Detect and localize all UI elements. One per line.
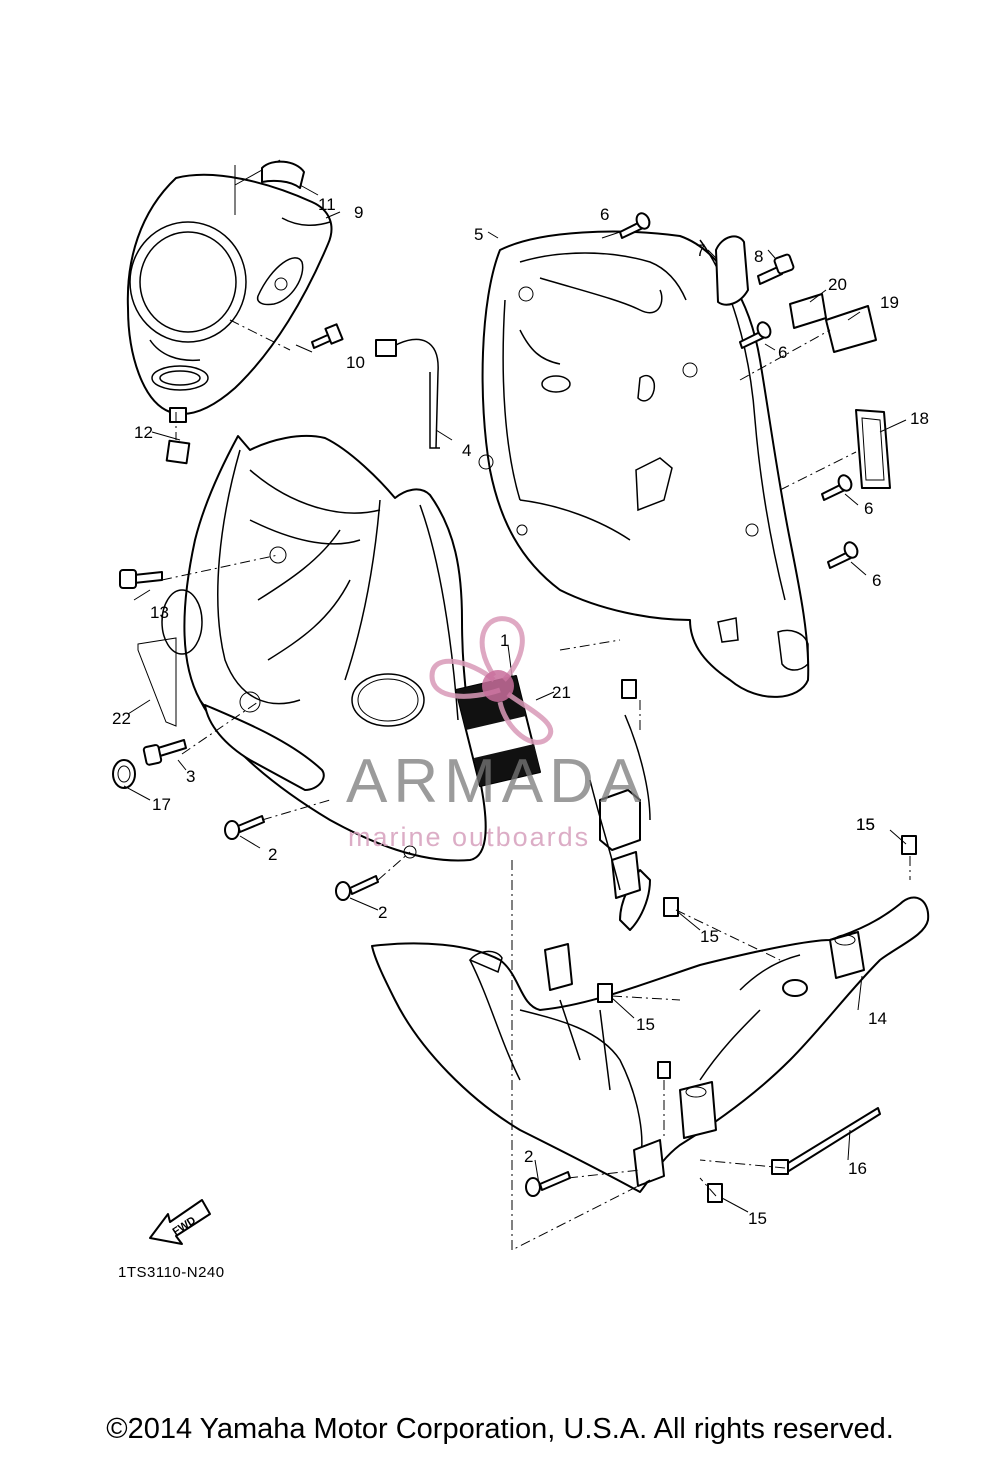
callout-number: 15 <box>748 1209 767 1228</box>
screw-part <box>311 323 344 349</box>
pad-part <box>825 305 877 353</box>
callout-number: 20 <box>828 275 847 294</box>
clip-part <box>621 679 637 699</box>
callout-number: 6 <box>864 499 873 518</box>
screw-part <box>821 474 853 501</box>
callout-number: 13 <box>150 603 169 622</box>
callout-number: 15 <box>856 815 875 834</box>
reference-code: 1TS3110-N240 <box>118 1264 225 1281</box>
copyright-notice: ©2014 Yamaha Motor Corporation, U.S.A. A… <box>106 1413 894 1445</box>
gasket-part <box>855 409 891 489</box>
fwd-arrow-icon: FWD <box>149 1199 211 1245</box>
callout-number: 12 <box>134 423 153 442</box>
bolt-part <box>119 569 163 589</box>
callout-number: 16 <box>848 1159 867 1178</box>
screw-part <box>224 815 265 840</box>
callout-number: 2 <box>378 903 387 922</box>
clip-part <box>657 1061 671 1079</box>
clip-part <box>663 897 679 917</box>
screw-part <box>335 875 379 901</box>
screw-part <box>525 1171 571 1197</box>
pad-part <box>789 293 827 329</box>
watermark-brand: ARMADA <box>346 747 647 816</box>
callout-number: 4 <box>462 441 471 460</box>
callout-number: 21 <box>552 683 571 702</box>
clip-part <box>901 835 917 855</box>
callout-number: 11 <box>318 195 336 214</box>
watermark-tagline: marine outboards <box>348 822 590 852</box>
callout-number: 6 <box>600 205 609 224</box>
callout-number: 6 <box>778 343 787 362</box>
screw-part <box>619 212 651 239</box>
headlight-cover-part <box>126 159 333 423</box>
watermark: ARMADA marine outboards <box>346 616 647 852</box>
callout-number: 22 <box>112 709 131 728</box>
callout-number: 15 <box>700 927 719 946</box>
callout-number: 10 <box>346 353 365 372</box>
callout-number: 15 <box>856 815 875 834</box>
leader-lines <box>123 184 911 1251</box>
callout-number: 8 <box>754 247 763 266</box>
screw-part <box>739 321 772 349</box>
callout-number: 5 <box>474 225 483 244</box>
bolt-part <box>757 253 795 285</box>
cap-part <box>261 160 305 189</box>
leg-shield-rear-part <box>478 230 810 698</box>
clip-part <box>707 1183 723 1203</box>
cable-tie-part <box>771 1107 881 1175</box>
callout-number: 6 <box>872 571 881 590</box>
wire-band-part <box>375 338 440 449</box>
emblem-bracket <box>137 637 177 727</box>
callout-number: 2 <box>268 845 277 864</box>
callout-number: 7 <box>696 241 705 260</box>
callout-number: 19 <box>880 293 899 312</box>
callout-number: 2 <box>524 1147 533 1166</box>
callout-number: 3 <box>186 767 195 786</box>
leg-shield-front-part <box>161 434 487 862</box>
callout-number: 15 <box>636 1015 655 1034</box>
propeller-hub-icon <box>482 670 514 702</box>
bracket-part <box>715 235 749 306</box>
footrest-board-part <box>371 714 930 1193</box>
callout-number: 1 <box>500 631 509 650</box>
callout-number: 9 <box>354 203 363 222</box>
grommet-part <box>112 759 136 789</box>
callout-number: 14 <box>868 1009 887 1028</box>
propeller-logo-icon <box>429 616 554 745</box>
screw-part <box>827 541 859 569</box>
bolt-part <box>142 739 187 766</box>
clip-part <box>597 983 613 1003</box>
nut-part <box>165 439 191 465</box>
callout-number: 18 <box>910 409 929 428</box>
callout-number: 17 <box>152 795 171 814</box>
